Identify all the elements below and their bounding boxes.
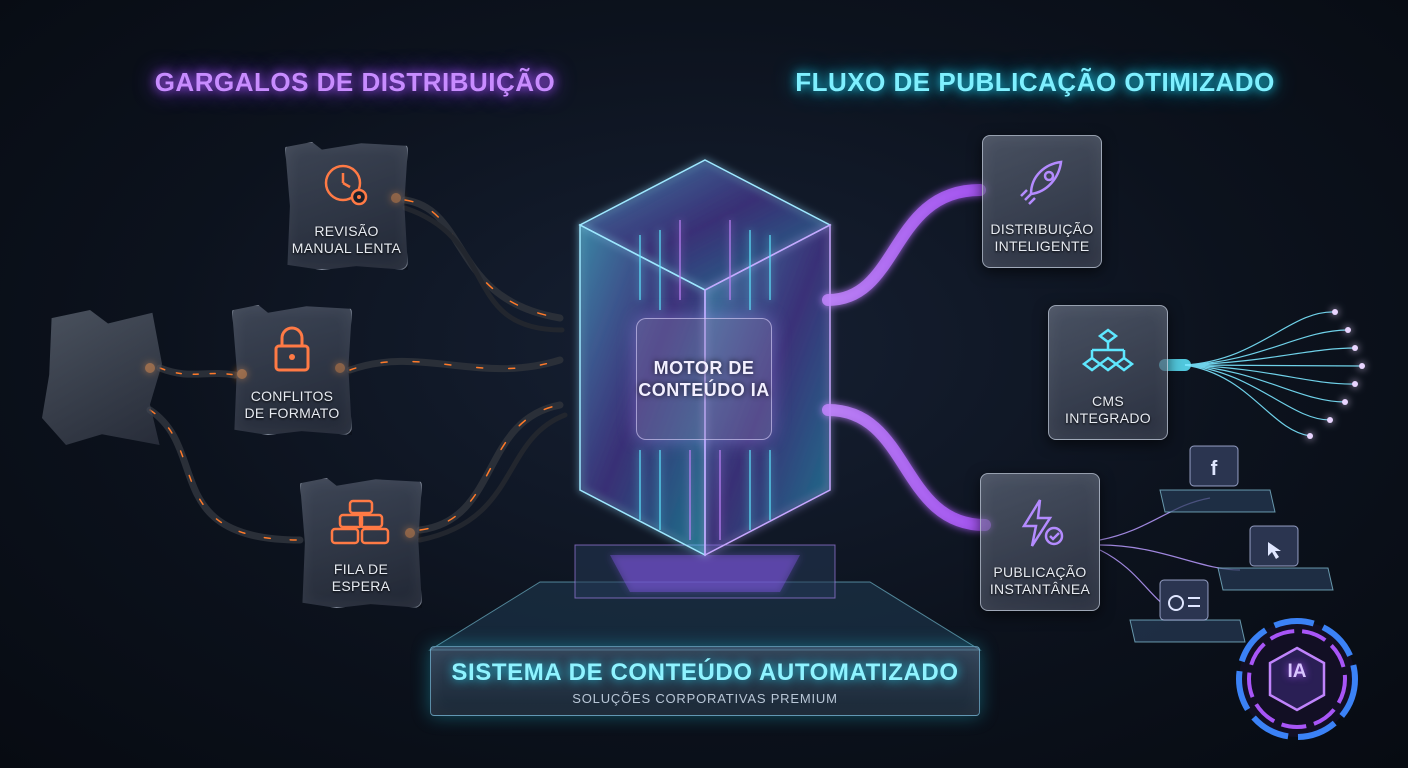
svg-text:f: f	[1211, 458, 1218, 480]
pedestal	[428, 544, 982, 651]
output-tubes	[822, 184, 1191, 531]
node-queue-label: FILA DE ESPERA	[331, 561, 391, 594]
core-engine-label: MOTOR DE CONTEÚDO IA	[636, 318, 772, 440]
node-smart-distribution: DISTRIBUIÇÃO INTELIGENTE	[982, 135, 1102, 268]
node-integrated-cms: CMS INTEGRADO	[1048, 305, 1168, 440]
node-format-conflicts: CONFLITOS DE FORMATO	[232, 305, 352, 435]
system-title: SISTEMA DE CONTEÚDO AUTOMATIZADO	[451, 659, 959, 686]
bottlenecks-heading: GARGALOS DE DISTRIBUIÇÃO	[154, 67, 556, 97]
core-cube	[578, 159, 832, 557]
node-format-conflicts-label: CONFLITOS DE FORMATO	[244, 388, 340, 421]
node-instant-publishing-label: PUBLICAÇÃO INSTANTÂNEA	[989, 564, 1091, 597]
optimized-flow-heading: FLUXO DE PUBLICAÇÃO OTIMIZADO	[795, 67, 1275, 97]
ia-badge-label: IA	[1287, 661, 1307, 682]
traffic-jam-cars-icon	[330, 499, 390, 545]
node-instant-publishing: PUBLICAÇÃO INSTANTÂNEA	[980, 473, 1100, 611]
padlock-icon	[274, 326, 310, 372]
clock-gear-icon	[324, 164, 367, 206]
node-manual-review-label: REVISÃO MANUAL LENTA	[291, 223, 402, 256]
node-integrated-cms-label: CMS INTEGRADO	[1065, 393, 1151, 426]
hierarchy-diagram-icon	[1081, 328, 1135, 372]
channel-analytics	[1129, 579, 1246, 643]
node-smart-distribution-label: DISTRIBUIÇÃO INTELIGENTE	[990, 221, 1094, 254]
tangled-cables	[146, 196, 568, 544]
fiber-tips	[1307, 309, 1365, 439]
rocket-icon	[1020, 160, 1063, 205]
ia-hex-badge	[1236, 618, 1358, 740]
channel-facebook: f	[1159, 445, 1276, 513]
system-base-panel: SISTEMA DE CONTEÚDO AUTOMATIZADO SOLUÇÕE…	[430, 646, 980, 716]
node-queue: FILA DE ESPERA	[300, 478, 422, 608]
shattered-glass-shard	[42, 310, 162, 445]
lightning-check-icon	[1021, 499, 1064, 547]
system-subtitle: SOLUÇÕES CORPORATIVAS PREMIUM	[572, 691, 838, 706]
fiber-fan	[1184, 311, 1363, 437]
node-manual-review: REVISÃO MANUAL LENTA	[285, 142, 408, 270]
channel-web	[1217, 525, 1334, 591]
